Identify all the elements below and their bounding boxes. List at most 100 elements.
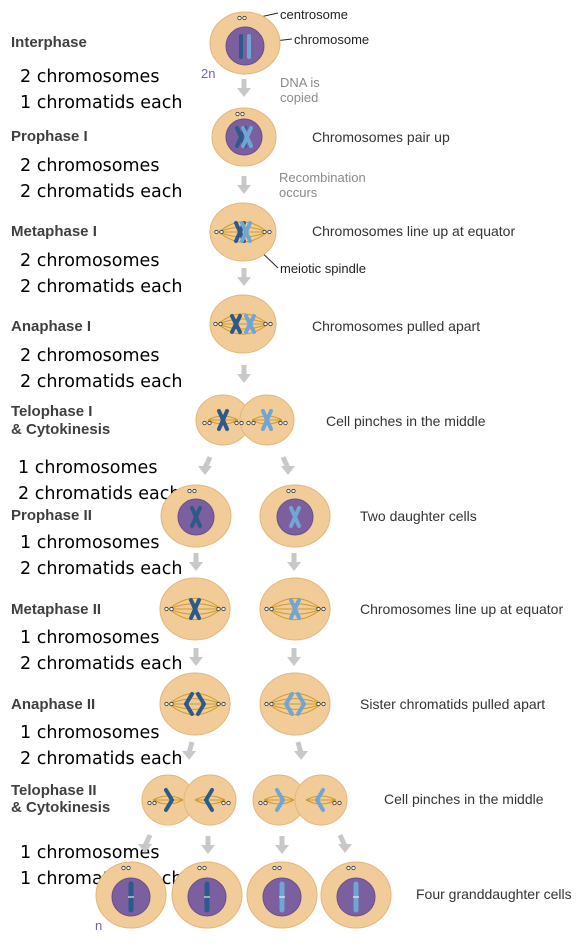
centriole (264, 701, 269, 707)
cells (95, 11, 392, 929)
chromatid (283, 692, 294, 716)
note-recombination-line2: occurs (279, 185, 318, 200)
spindle-fiber (168, 608, 222, 615)
description: Sister chromatids pulled apart (360, 696, 545, 712)
centriole (351, 865, 356, 871)
arrow-shaft (280, 455, 290, 469)
stage-cytokinesis-1: & Cytokinesis (11, 421, 110, 438)
centriole (234, 420, 239, 426)
meiotic-spindle (213, 313, 273, 335)
centrosome (272, 865, 282, 871)
centrosome (213, 321, 223, 327)
arrow-head (237, 185, 251, 194)
spindle-fiber (268, 597, 322, 610)
centriole (202, 865, 207, 871)
cell-anaphase-2 (159, 672, 231, 736)
centriole (337, 800, 342, 806)
description: Chromosomes pulled apart (312, 318, 480, 334)
cell-metaphase-1 (209, 202, 277, 262)
arrow-shaft (143, 833, 153, 847)
arrow-shaft (337, 833, 347, 847)
count-chromatids: 2 chromatids each (20, 372, 182, 392)
centriole (263, 800, 268, 806)
centriole (321, 701, 326, 707)
chromatid (217, 409, 229, 431)
centrosome (346, 865, 356, 871)
haploid-label: n (95, 918, 102, 933)
centriole (169, 606, 174, 612)
description: Chromosomes line up at equator (312, 223, 515, 239)
centriole (291, 488, 296, 494)
down-arrow (201, 836, 215, 854)
centrosome (263, 321, 273, 327)
centriole (251, 420, 256, 426)
description: Two daughter cells (360, 508, 477, 524)
cell-prophase-2 (160, 484, 232, 548)
chromosome (240, 221, 252, 243)
centriole (269, 701, 274, 707)
centrosome (202, 420, 212, 426)
centriole (218, 321, 223, 327)
count-chromosomes: 1 chromosomes (20, 628, 159, 648)
centriole (147, 800, 152, 806)
stage-labels: Interphase Prophase I Metaphase I Anapha… (11, 34, 110, 816)
arrow-shaft (203, 455, 213, 469)
centriole (283, 420, 288, 426)
cell-metaphase-2 (159, 577, 231, 641)
centrosome (221, 800, 231, 806)
chromatid (314, 788, 325, 812)
centriole (213, 321, 218, 327)
centriole (332, 800, 337, 806)
count-chromatids: 2 chromatids each (20, 182, 182, 202)
centriole (277, 865, 282, 871)
centriole (221, 701, 226, 707)
down-arrow (237, 79, 251, 97)
spindle-fiber (268, 698, 322, 705)
meiotic-spindle (202, 415, 244, 426)
centriole (192, 488, 197, 494)
stage-telophase-2: Telophase II (11, 782, 97, 799)
count-chromatids: 2 chromatids each (20, 277, 182, 297)
centriole (242, 15, 247, 21)
spindle-fiber (168, 703, 222, 710)
chromatid (241, 126, 253, 148)
stage-metaphase-2: Metaphase II (11, 601, 101, 618)
cell-prophase-1 (211, 107, 277, 167)
down-arrow (280, 455, 295, 475)
cell-granddaughter (171, 861, 243, 929)
count-chromosomes: 1 chromosomes (20, 723, 159, 743)
chromosome (244, 314, 256, 334)
centrosome (121, 865, 131, 871)
centriole (272, 865, 277, 871)
centriole (316, 606, 321, 612)
arrow-head (198, 466, 212, 475)
centrosome (316, 606, 326, 612)
down-arrow (337, 833, 352, 853)
centriole (239, 420, 244, 426)
note-dna-copied-line1: DNA is (280, 75, 320, 90)
sister-chromatids (283, 692, 307, 716)
count-chromosomes: 2 chromosomes (20, 251, 159, 271)
arrow-head (287, 657, 301, 666)
centrosome (216, 606, 226, 612)
centrosome (147, 800, 157, 806)
centriole (246, 420, 251, 426)
centriole (187, 488, 192, 494)
meiotic-spindle (164, 597, 226, 621)
chromosome (241, 126, 253, 148)
spindle-fiber (168, 703, 222, 716)
spindle-fiber (217, 323, 269, 335)
spindle-fiber (168, 603, 222, 610)
centriole (216, 606, 221, 612)
centriole (278, 420, 283, 426)
centriole (126, 865, 131, 871)
description: Four granddaughter cells (416, 886, 572, 902)
down-arrow (182, 741, 196, 760)
cell-prophase-2 (259, 484, 331, 548)
stage-interphase: Interphase (11, 34, 87, 51)
meiotic-spindle-label: meiotic spindle (280, 261, 366, 276)
arrow-head (138, 844, 152, 853)
stage-telophase-1: Telophase I (11, 403, 92, 420)
centriole (219, 229, 224, 235)
centrosome (246, 420, 256, 426)
